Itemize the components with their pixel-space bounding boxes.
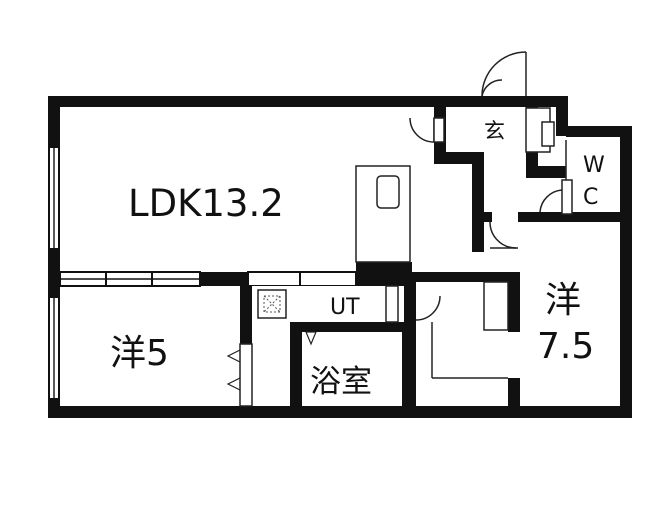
wc-area [539, 140, 618, 215]
sink-icon [376, 175, 400, 209]
wc-door-icon [539, 189, 563, 213]
utility-label: UT [330, 295, 360, 320]
western-a-label: 洋5 [110, 333, 169, 374]
entrance-door-icon [481, 51, 527, 97]
entrance-label: 玄 [484, 119, 505, 143]
bath-door-icon [305, 331, 317, 346]
bath-label: 浴室 [310, 364, 372, 400]
western-b-door-icon [415, 295, 441, 321]
western-a-closet [226, 343, 253, 407]
western-b-closet [415, 281, 509, 379]
western-b-name-label: 洋 [545, 280, 581, 321]
kitchen-counter [355, 165, 411, 263]
western-b-size-label: 7.5 [537, 326, 594, 367]
washing-machine-icon [257, 289, 287, 319]
left-windows [50, 148, 58, 398]
ut-area [252, 285, 402, 346]
hall-door-icon [489, 221, 518, 249]
wc-top-label: W [583, 153, 605, 178]
ldk-western-partition [59, 262, 412, 287]
entrance-box [525, 107, 555, 153]
ldk-door-icon [409, 117, 445, 143]
ldk-label: LDK13.2 [128, 182, 284, 225]
wc-bottom-label: C [583, 185, 598, 210]
